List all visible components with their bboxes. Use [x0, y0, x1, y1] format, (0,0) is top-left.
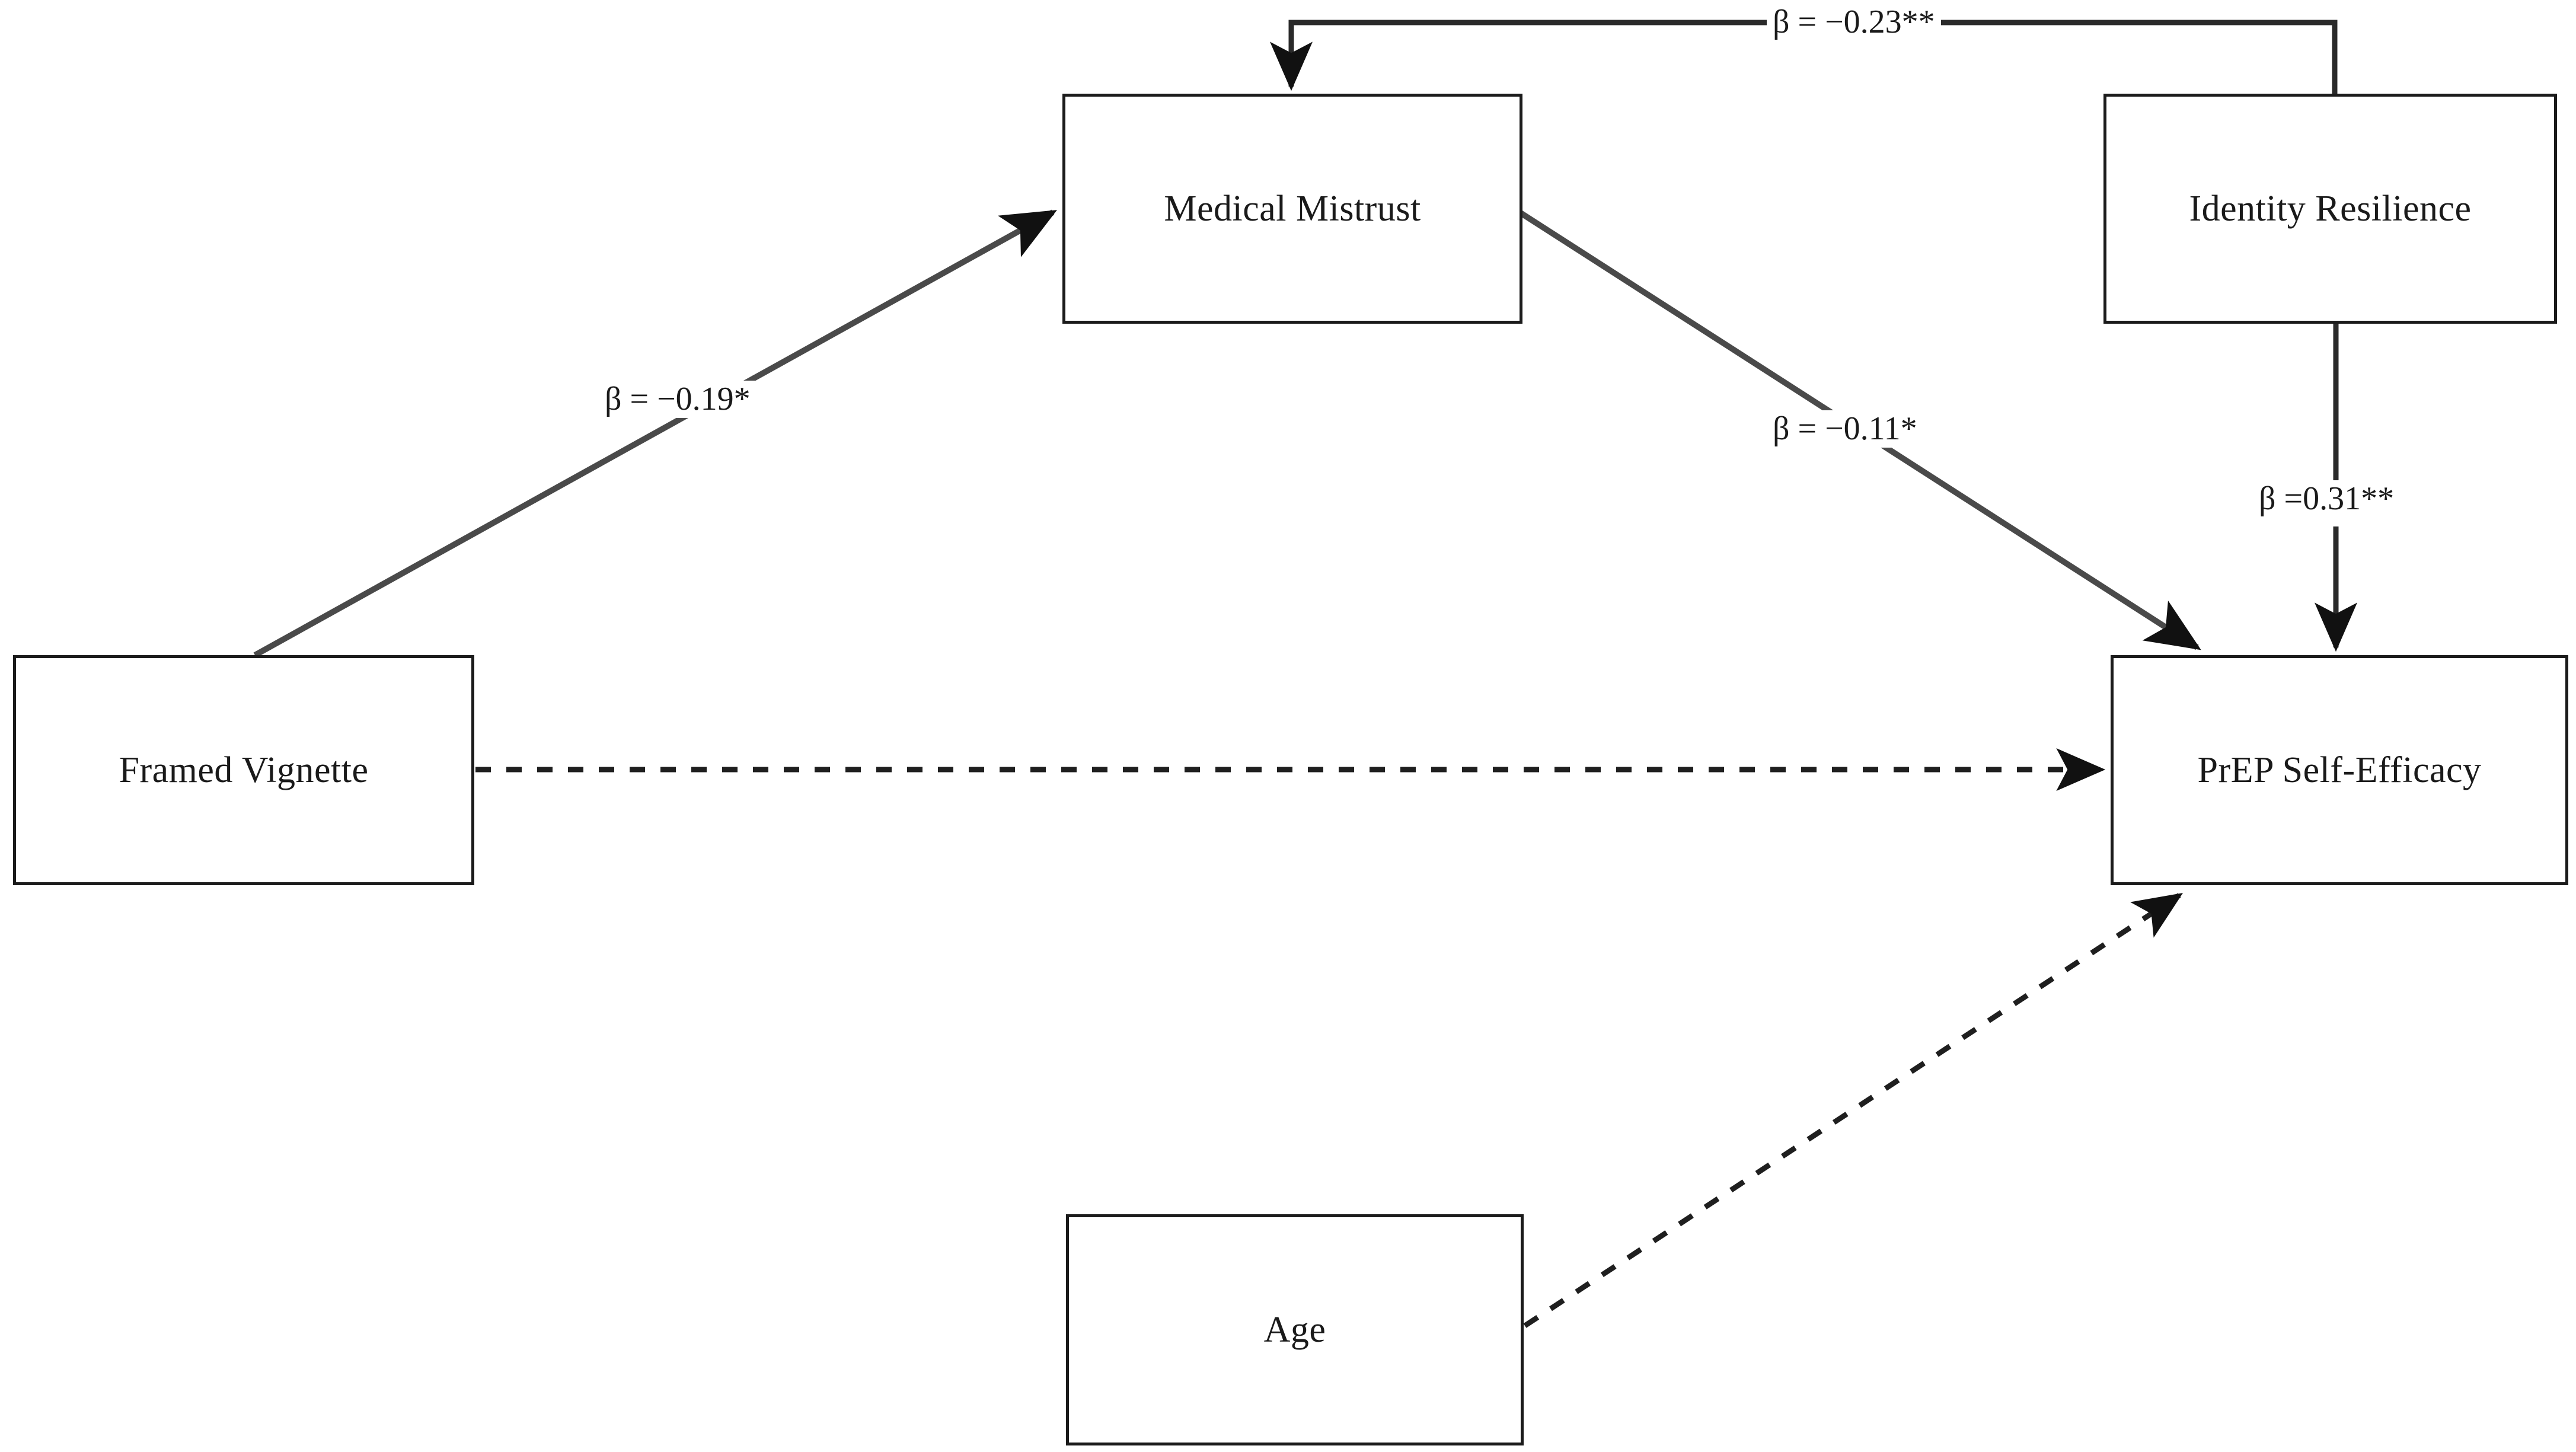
- node-prep-self-efficacy[interactable]: PrEP Self-Efficacy: [2111, 655, 2568, 885]
- edge-vignette-to-mistrust: [253, 209, 1057, 658]
- edge-label-mistrust-to-prep: β = −0.11*: [1767, 410, 1923, 448]
- edge-label-identity-to-mistrust: β = −0.23**: [1767, 4, 1941, 41]
- edge-age-to-prep: [1523, 893, 2184, 1328]
- node-label-medical-mistrust: Medical Mistrust: [1164, 188, 1421, 229]
- node-label-identity-resilience: Identity Resilience: [2189, 188, 2472, 229]
- edge-label-identity-to-prep: β =0.31**: [2253, 480, 2401, 518]
- node-framed-vignette[interactable]: Framed Vignette: [13, 655, 474, 885]
- node-label-framed-vignette: Framed Vignette: [119, 749, 369, 790]
- edge-label-vignette-to-mistrust: β = −0.19*: [599, 381, 756, 418]
- node-identity-resilience[interactable]: Identity Resilience: [2103, 94, 2557, 324]
- node-label-age: Age: [1263, 1309, 1326, 1350]
- node-age[interactable]: Age: [1066, 1214, 1524, 1445]
- node-label-prep-self-efficacy: PrEP Self-Efficacy: [2197, 749, 2482, 790]
- node-medical-mistrust[interactable]: Medical Mistrust: [1062, 94, 1522, 324]
